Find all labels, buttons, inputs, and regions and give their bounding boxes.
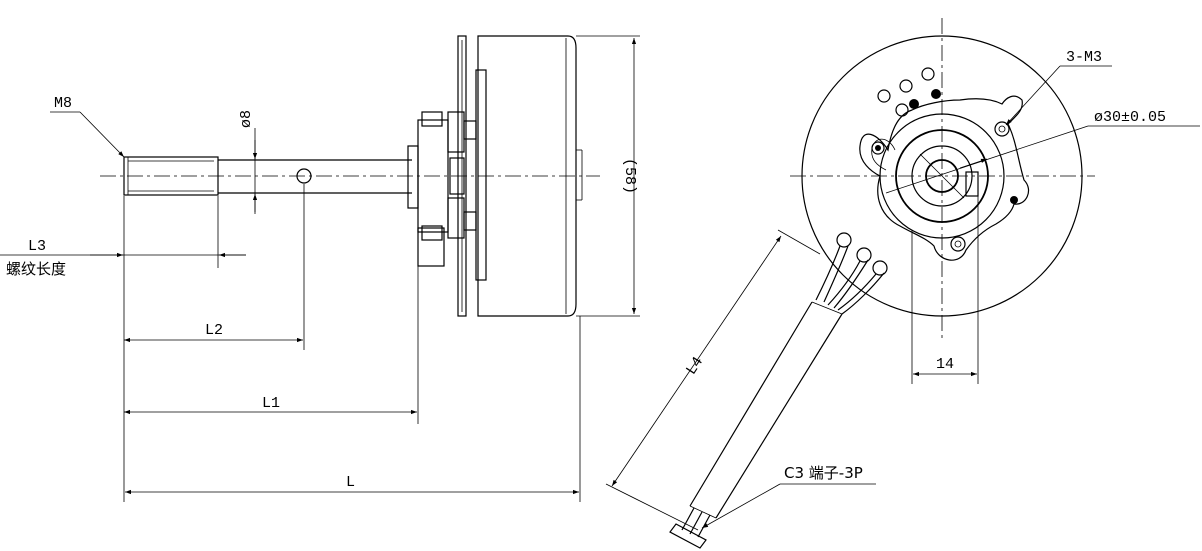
motor-outline-circle: [801, 35, 1083, 317]
mounting-flange: [859, 95, 1029, 261]
l-label: L: [346, 474, 355, 491]
height-dimension: (58): [576, 35, 640, 317]
thread-length-label: L3: [28, 238, 46, 255]
thread-callout: M8: [50, 95, 125, 158]
pilot-diameter-label: ø30±0.05: [1094, 109, 1166, 126]
shaft-pin-hole: [296, 168, 312, 184]
pilot-boss-outer: [879, 113, 1005, 239]
cable-length-dimension: L4: [605, 229, 821, 531]
shaft: [218, 159, 412, 194]
motor-can: [475, 35, 583, 317]
dimension-l: L: [123, 196, 581, 502]
thread-length-description: 螺纹长度: [6, 260, 66, 278]
shaft-diameter-label: ø8: [238, 110, 255, 128]
side-view: (58) M8 ø8 L3 螺纹长度: [0, 35, 640, 502]
l1-label: L1: [262, 395, 280, 412]
pcb-plate: [457, 35, 467, 317]
holes-callout: 3-M3: [1005, 49, 1112, 126]
connector-callout: C3 端子-3P: [701, 464, 876, 529]
vent-holes: [877, 67, 941, 117]
wire-terminal-3: [872, 260, 888, 276]
lead-wires: [815, 232, 888, 315]
dimension-l1: L1: [124, 232, 419, 424]
thread-label: M8: [54, 95, 72, 112]
shaft-flat: [965, 171, 979, 197]
shaft-end-circle: [925, 159, 959, 193]
holes-label: 3-M3: [1066, 49, 1102, 66]
pilot-diameter-callout: ø30±0.05: [885, 109, 1200, 194]
connector: [669, 507, 711, 549]
hole-thread-mark-left: [875, 145, 881, 151]
bearing-ring: [911, 145, 973, 207]
thread-length-dimension: L3 螺纹长度: [0, 196, 246, 278]
height-label: (58): [621, 158, 638, 194]
cable-sheath: [689, 301, 843, 519]
flange: [407, 111, 477, 267]
wire-terminal-1: [836, 232, 852, 248]
connector-label: C3 端子-3P: [784, 464, 863, 482]
cable-length-label: L4: [683, 354, 707, 378]
shaft-diameter-dimension: ø8: [222, 110, 262, 214]
threaded-end: [123, 156, 219, 196]
l2-label: L2: [205, 322, 223, 339]
mount-hole-right: [994, 121, 1010, 137]
mount-hole-bottom: [950, 236, 966, 252]
dimension-l2: L2: [124, 184, 305, 350]
hole-thread-mark-right: [1010, 196, 1018, 204]
mount-hole-left: [871, 141, 885, 155]
wire-terminal-2: [856, 247, 872, 263]
front-view: 14 3-M3 ø30±0.05: [605, 18, 1200, 549]
width-label: 14: [936, 356, 954, 373]
width-dimension: 14: [911, 196, 979, 384]
pilot-boss-ring: [895, 129, 989, 223]
